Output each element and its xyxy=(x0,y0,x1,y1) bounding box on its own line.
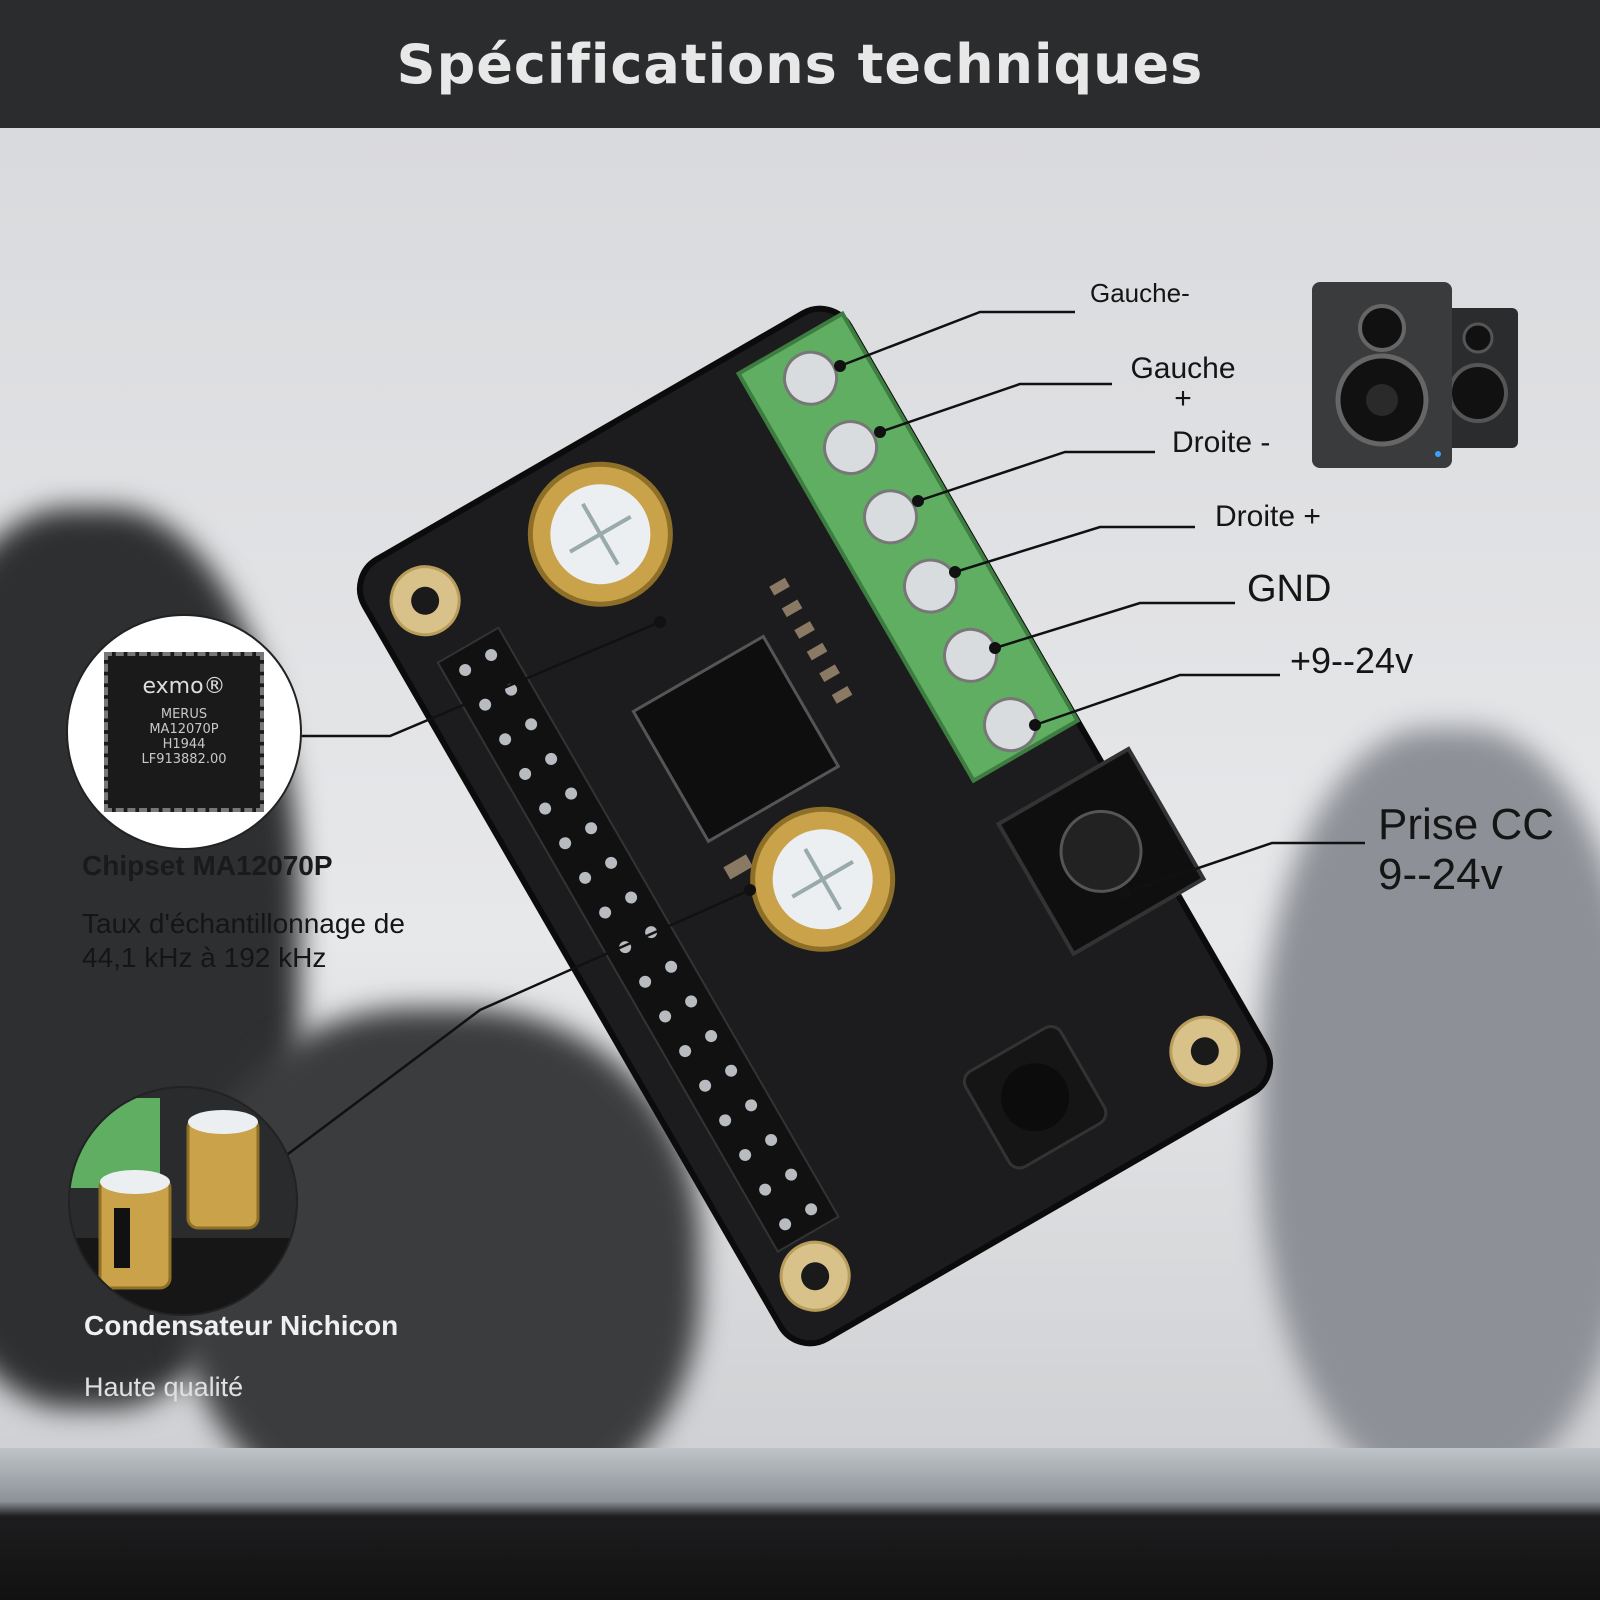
chip-brand: exmo® xyxy=(142,674,226,699)
label-dc-jack-line2: 9--24v xyxy=(1378,850,1503,899)
chipset-inset: exmo® MERUS MA12070P H1944 LF913882.00 xyxy=(66,614,302,850)
label-droite-plus: Droite + xyxy=(1215,500,1321,533)
label-droite-minus: Droite - xyxy=(1172,426,1271,459)
chipset-description-line2: 44,1 kHz à 192 kHz xyxy=(82,942,327,973)
label-gauche-minus: Gauche- xyxy=(1090,278,1190,308)
floor-surface xyxy=(0,1448,1600,1600)
amplifier-board xyxy=(356,305,1274,1347)
callout-lines xyxy=(279,310,1365,1161)
capacitor-inset xyxy=(68,1086,298,1316)
chip-icon: exmo® MERUS MA12070P H1944 LF913882.00 xyxy=(104,652,264,812)
chipset-description-line1: Taux d'échantillonnage de xyxy=(82,908,405,939)
header-bar: Spécifications techniques xyxy=(0,0,1600,128)
product-scene: Gauche- Gauche + Droite - Droite + GND +… xyxy=(0,128,1600,1600)
speaker-pair-icon xyxy=(1312,282,1518,468)
chip-marking-line1: MERUS xyxy=(160,707,208,722)
capacitor-icon xyxy=(70,1098,296,1314)
background-rock-right xyxy=(1260,728,1600,1488)
label-gnd: GND xyxy=(1247,568,1332,610)
chipset-title: Chipset MA12070P xyxy=(82,850,333,881)
page-title: Spécifications techniques xyxy=(396,32,1204,96)
capacitor-subtitle: Haute qualité xyxy=(84,1372,244,1402)
label-power-input: +9--24v xyxy=(1290,640,1414,681)
label-dc-jack-line1: Prise CC xyxy=(1378,800,1555,849)
chip-marking-line4: LF913882.00 xyxy=(141,752,227,767)
capacitor-title: Condensateur Nichicon xyxy=(84,1310,399,1341)
label-gauche-plus: Gauche + xyxy=(1130,352,1236,415)
chip-marking-line3: H1944 xyxy=(162,737,206,752)
chip-marking-line2: MA12070P xyxy=(149,722,219,737)
